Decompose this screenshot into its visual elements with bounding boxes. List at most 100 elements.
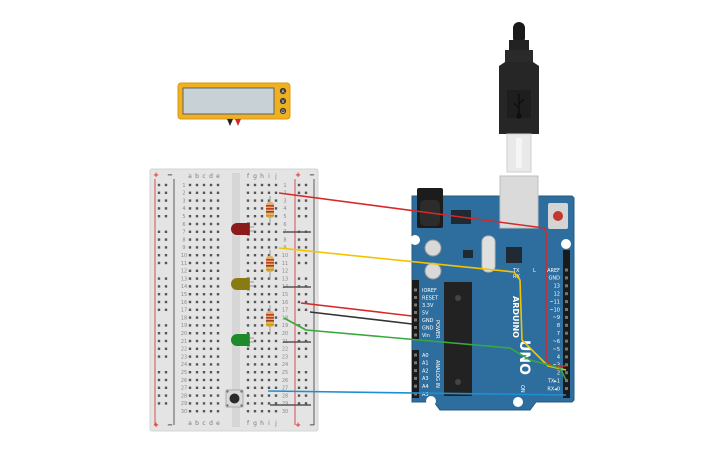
breadboard-hole[interactable] — [267, 246, 271, 249]
breadboard-hole[interactable] — [253, 386, 257, 389]
breadboard-hole[interactable] — [246, 293, 250, 296]
breadboard-hole[interactable] — [246, 378, 250, 382]
breadboard-hole[interactable] — [253, 254, 257, 257]
rail-hole[interactable] — [157, 191, 161, 194]
breadboard-hole[interactable] — [253, 230, 257, 233]
rail-hole[interactable] — [157, 324, 161, 327]
rail-hole[interactable] — [157, 332, 161, 335]
breadboard-hole[interactable] — [253, 199, 257, 202]
breadboard-hole[interactable] — [267, 394, 271, 397]
breadboard-hole[interactable] — [260, 277, 264, 280]
rail-hole[interactable] — [297, 199, 301, 202]
breadboard-hole[interactable] — [274, 332, 278, 335]
breadboard-hole[interactable] — [260, 394, 264, 397]
rail-hole[interactable] — [157, 300, 161, 304]
breadboard-hole[interactable] — [188, 332, 192, 335]
rail-hole[interactable] — [157, 230, 161, 233]
breadboard-hole[interactable] — [188, 199, 192, 202]
breadboard-hole[interactable] — [274, 246, 278, 249]
breadboard-hole[interactable] — [216, 410, 220, 413]
breadboard-hole[interactable] — [246, 199, 250, 202]
breadboard-hole[interactable] — [267, 363, 271, 366]
breadboard-hole[interactable] — [209, 199, 213, 202]
rail-hole[interactable] — [164, 308, 168, 311]
breadboard-hole[interactable] — [260, 207, 264, 210]
breadboard-hole[interactable] — [202, 246, 206, 249]
rail-hole[interactable] — [157, 285, 161, 288]
arduino-reset-button[interactable] — [553, 211, 563, 221]
breadboard-hole[interactable] — [202, 308, 206, 311]
breadboard-hole[interactable] — [209, 371, 213, 374]
rail-hole[interactable] — [164, 215, 168, 218]
rail-hole[interactable] — [157, 199, 161, 202]
breadboard-hole[interactable] — [260, 355, 264, 358]
breadboard-hole[interactable] — [274, 285, 278, 288]
breadboard-hole[interactable] — [209, 402, 213, 405]
breadboard-hole[interactable] — [202, 222, 206, 226]
rail-hole[interactable] — [157, 215, 161, 218]
breadboard-hole[interactable] — [216, 261, 220, 265]
breadboard-hole[interactable] — [216, 269, 220, 272]
breadboard-hole[interactable] — [260, 386, 264, 389]
breadboard-hole[interactable] — [195, 355, 199, 358]
breadboard-hole[interactable] — [253, 238, 257, 241]
rail-hole[interactable] — [304, 254, 308, 257]
breadboard-hole[interactable] — [195, 339, 199, 343]
breadboard-hole[interactable] — [260, 191, 264, 194]
multimeter-mode-button[interactable] — [278, 106, 288, 116]
breadboard-hole[interactable] — [202, 300, 206, 304]
breadboard-hole[interactable] — [267, 254, 271, 257]
arduino-power-pin[interactable] — [414, 303, 417, 307]
breadboard-hole[interactable] — [274, 261, 278, 265]
breadboard-hole[interactable] — [267, 277, 271, 280]
breadboard-hole[interactable] — [195, 222, 199, 226]
breadboard-hole[interactable] — [253, 347, 257, 350]
breadboard-hole[interactable] — [188, 238, 192, 241]
breadboard-hole[interactable] — [246, 207, 250, 210]
breadboard-hole[interactable] — [209, 363, 213, 366]
breadboard-hole[interactable] — [202, 316, 206, 319]
breadboard-hole[interactable] — [188, 378, 192, 382]
breadboard-hole[interactable] — [216, 230, 220, 233]
rail-hole[interactable] — [164, 324, 168, 327]
breadboard-hole[interactable] — [209, 269, 213, 272]
breadboard-hole[interactable] — [202, 371, 206, 374]
rail-hole[interactable] — [164, 371, 168, 374]
breadboard-hole[interactable] — [209, 410, 213, 413]
breadboard-hole[interactable] — [260, 332, 264, 335]
rail-hole[interactable] — [297, 332, 301, 335]
rail-hole[interactable] — [297, 261, 301, 265]
breadboard-hole[interactable] — [260, 246, 264, 249]
breadboard-hole[interactable] — [274, 300, 278, 304]
breadboard-hole[interactable] — [267, 355, 271, 358]
breadboard-hole[interactable] — [209, 207, 213, 210]
rail-hole[interactable] — [297, 355, 301, 358]
breadboard-hole[interactable] — [267, 183, 271, 187]
arduino-digital-pin[interactable] — [565, 355, 568, 359]
breadboard-hole[interactable] — [202, 191, 206, 194]
arduino-digital-pin[interactable] — [565, 363, 568, 367]
breadboard-hole[interactable] — [202, 254, 206, 257]
breadboard-hole[interactable] — [253, 222, 257, 226]
rail-hole[interactable] — [157, 246, 161, 249]
breadboard-hole[interactable] — [253, 191, 257, 194]
breadboard-hole[interactable] — [253, 277, 257, 280]
arduino-power-pin[interactable] — [414, 318, 417, 322]
breadboard-hole[interactable] — [253, 371, 257, 374]
breadboard-hole[interactable] — [274, 293, 278, 296]
breadboard-hole[interactable] — [195, 293, 199, 296]
breadboard-hole[interactable] — [216, 332, 220, 335]
breadboard-hole[interactable] — [260, 402, 264, 405]
breadboard-hole[interactable] — [188, 371, 192, 374]
breadboard-hole[interactable] — [195, 230, 199, 233]
arduino-digital-pin[interactable] — [565, 276, 568, 280]
rail-hole[interactable] — [304, 402, 308, 405]
multimeter-mode-button[interactable] — [278, 96, 288, 106]
breadboard-hole[interactable] — [260, 261, 264, 265]
breadboard-hole[interactable] — [274, 222, 278, 226]
rail-hole[interactable] — [157, 261, 161, 265]
rail-hole[interactable] — [164, 347, 168, 350]
arduino-analog-pin[interactable] — [414, 369, 417, 373]
breadboard-hole[interactable] — [274, 316, 278, 319]
wire-4[interactable] — [309, 311, 413, 325]
